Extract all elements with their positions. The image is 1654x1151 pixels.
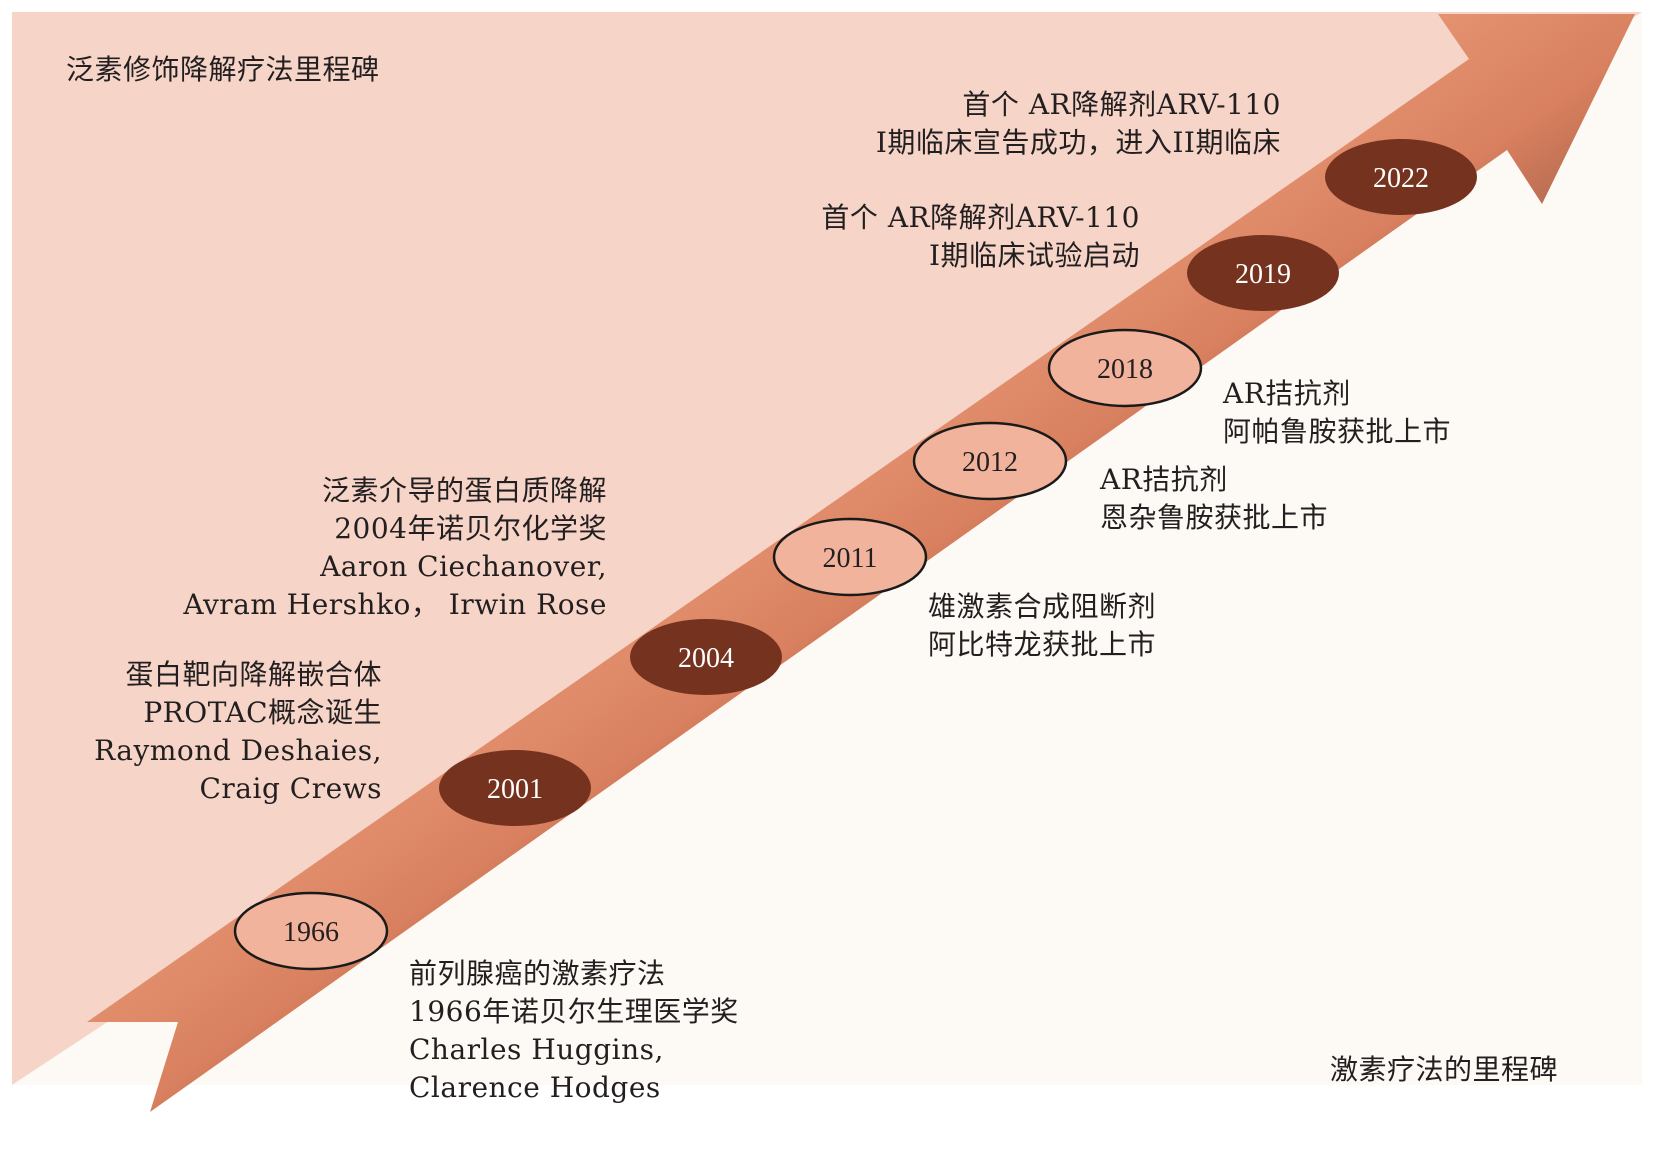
caption-line: Raymond Deshaies, (94, 734, 382, 767)
caption-line: I期临床宣告成功，进入II期临床 (875, 126, 1281, 159)
caption-line: AR拮抗剂 (1223, 377, 1351, 410)
caption-line: Clarence Hodges (409, 1071, 661, 1104)
caption-line: 2004年诺贝尔化学奖 (334, 512, 607, 545)
caption-line: AR拮抗剂 (1100, 463, 1228, 496)
bottom-right-title-text: 激素疗法的里程碑 (1330, 1053, 1559, 1086)
milestone-2004-caption: 泛素介导的蛋白质降解 2004年诺贝尔化学奖 Aaron Ciechanover… (183, 472, 607, 624)
year-node-2019: 2019 (1187, 235, 1339, 311)
year-node-label: 2019 (1235, 259, 1291, 290)
year-node-label: 2004 (678, 643, 734, 674)
year-node-label: 2012 (962, 447, 1018, 478)
year-node-1966: 1966 (233, 891, 389, 971)
top-left-title-text: 泛素修饰降解疗法里程碑 (66, 53, 380, 86)
milestone-2022-caption: 首个 AR降解剂ARV-110 I期临床宣告成功，进入II期临床 (876, 86, 1281, 162)
year-nodes: 1966 2001 2004 2011 2012 2018 2019 2022 (233, 139, 1477, 971)
caption-line: 前列腺癌的激素疗法 (409, 957, 666, 990)
caption-line: 阿比特龙获批上市 (928, 628, 1157, 661)
caption-line: 雄激素合成阻断剂 (928, 590, 1157, 623)
year-node-ellipse (630, 619, 782, 695)
caption-line: Craig Crews (199, 772, 382, 805)
milestone-2001-caption: 蛋白靶向降解嵌合体 PROTAC概念诞生 Raymond Deshaies, C… (94, 656, 382, 808)
year-node-2011: 2011 (772, 517, 928, 597)
caption-line: Aaron Ciechanover, (320, 550, 607, 583)
caption-line: 阿帕鲁胺获批上市 (1223, 415, 1452, 448)
year-node-ellipse (1047, 328, 1203, 408)
year-node-ellipse (912, 421, 1068, 501)
year-node-label: 2011 (823, 543, 878, 574)
year-node-ellipse (439, 750, 591, 826)
milestone-2012-caption: AR拮抗剂 恩杂鲁胺获批上市 (1100, 461, 1328, 537)
year-node-2001: 2001 (439, 750, 591, 826)
caption-line: PROTAC概念诞生 (143, 696, 382, 729)
caption-line: Charles Huggins, (409, 1033, 664, 1066)
year-node-2004: 2004 (630, 619, 782, 695)
year-node-label: 2018 (1097, 354, 1153, 385)
year-node-2022: 2022 (1325, 139, 1477, 215)
caption-line: 首个 AR降解剂ARV-110 (962, 88, 1281, 121)
caption-line: 蛋白靶向降解嵌合体 (125, 658, 382, 691)
caption-line: I期临床试验启动 (928, 239, 1140, 272)
bottom-right-title: 激素疗法的里程碑 (1330, 1051, 1558, 1089)
milestone-2018-caption: AR拮抗剂 阿帕鲁胺获批上市 (1223, 375, 1451, 451)
milestone-2011-caption: 雄激素合成阻断剂 阿比特龙获批上市 (928, 588, 1156, 664)
year-node-2018: 2018 (1047, 328, 1203, 408)
year-node-ellipse (1187, 235, 1339, 311)
year-node-ellipse (772, 517, 928, 597)
year-node-ellipse (233, 891, 389, 971)
caption-line: Avram Hershko， Irwin Rose (183, 588, 607, 621)
milestone-1966-caption: 前列腺癌的激素疗法 1966年诺贝尔生理医学奖 Charles Huggins,… (409, 955, 739, 1107)
top-left-title: 泛素修饰降解疗法里程碑 (66, 51, 380, 89)
caption-line: 1966年诺贝尔生理医学奖 (409, 995, 739, 1028)
caption-line: 泛素介导的蛋白质降解 (321, 474, 607, 507)
year-node-label: 2022 (1373, 163, 1429, 194)
year-node-2012: 2012 (912, 421, 1068, 501)
milestone-2019-caption: 首个 AR降解剂ARV-110 I期临床试验启动 (821, 199, 1140, 275)
caption-line: 首个 AR降解剂ARV-110 (821, 201, 1140, 234)
year-node-label: 1966 (283, 917, 339, 948)
year-node-ellipse (1325, 139, 1477, 215)
caption-line: 恩杂鲁胺获批上市 (1100, 501, 1329, 534)
year-node-label: 2001 (487, 774, 543, 805)
